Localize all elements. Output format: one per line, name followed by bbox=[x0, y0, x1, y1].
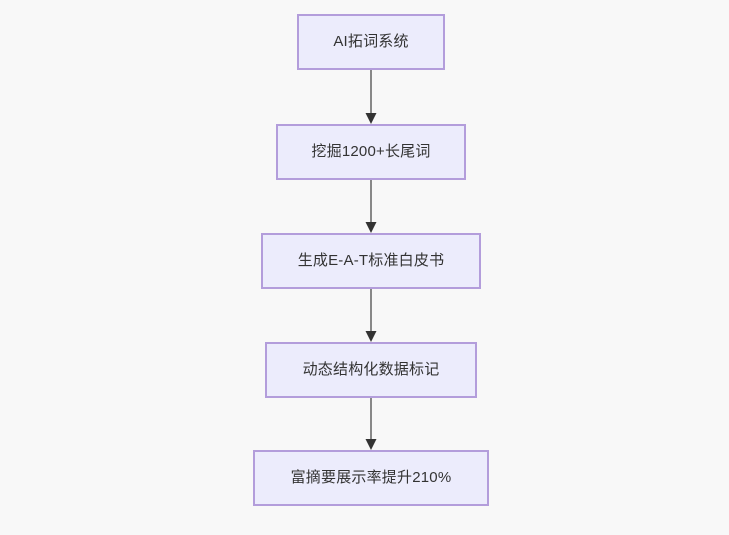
flow-node-generate-eat-whitepaper[interactable]: 生成E-A-T标准白皮书 bbox=[261, 233, 481, 289]
flow-node-label: 挖掘1200+长尾词 bbox=[311, 143, 431, 160]
flow-node-ai-keyword-system[interactable]: AI拓词系统 bbox=[297, 14, 445, 70]
arrow-icon bbox=[365, 289, 377, 342]
flow-node-dynamic-structured-data-markup[interactable]: 动态结构化数据标记 bbox=[265, 342, 477, 398]
flow-node-label: 动态结构化数据标记 bbox=[302, 361, 440, 378]
flow-node-label: 生成E-A-T标准白皮书 bbox=[297, 252, 445, 269]
flow-arrow-1-to-2 bbox=[359, 70, 383, 124]
flow-node-label: AI拓词系统 bbox=[333, 33, 409, 50]
flow-arrow-4-to-5 bbox=[359, 398, 383, 450]
arrow-icon bbox=[365, 70, 377, 124]
flow-arrow-3-to-4 bbox=[359, 289, 383, 342]
arrow-icon bbox=[365, 398, 377, 450]
flow-node-label: 富摘要展示率提升210% bbox=[290, 469, 452, 486]
flow-node-mine-longtail-keywords[interactable]: 挖掘1200+长尾词 bbox=[276, 124, 466, 180]
flow-arrow-2-to-3 bbox=[359, 180, 383, 233]
arrow-icon bbox=[365, 180, 377, 233]
flow-node-rich-snippet-impression-lift[interactable]: 富摘要展示率提升210% bbox=[253, 450, 489, 506]
